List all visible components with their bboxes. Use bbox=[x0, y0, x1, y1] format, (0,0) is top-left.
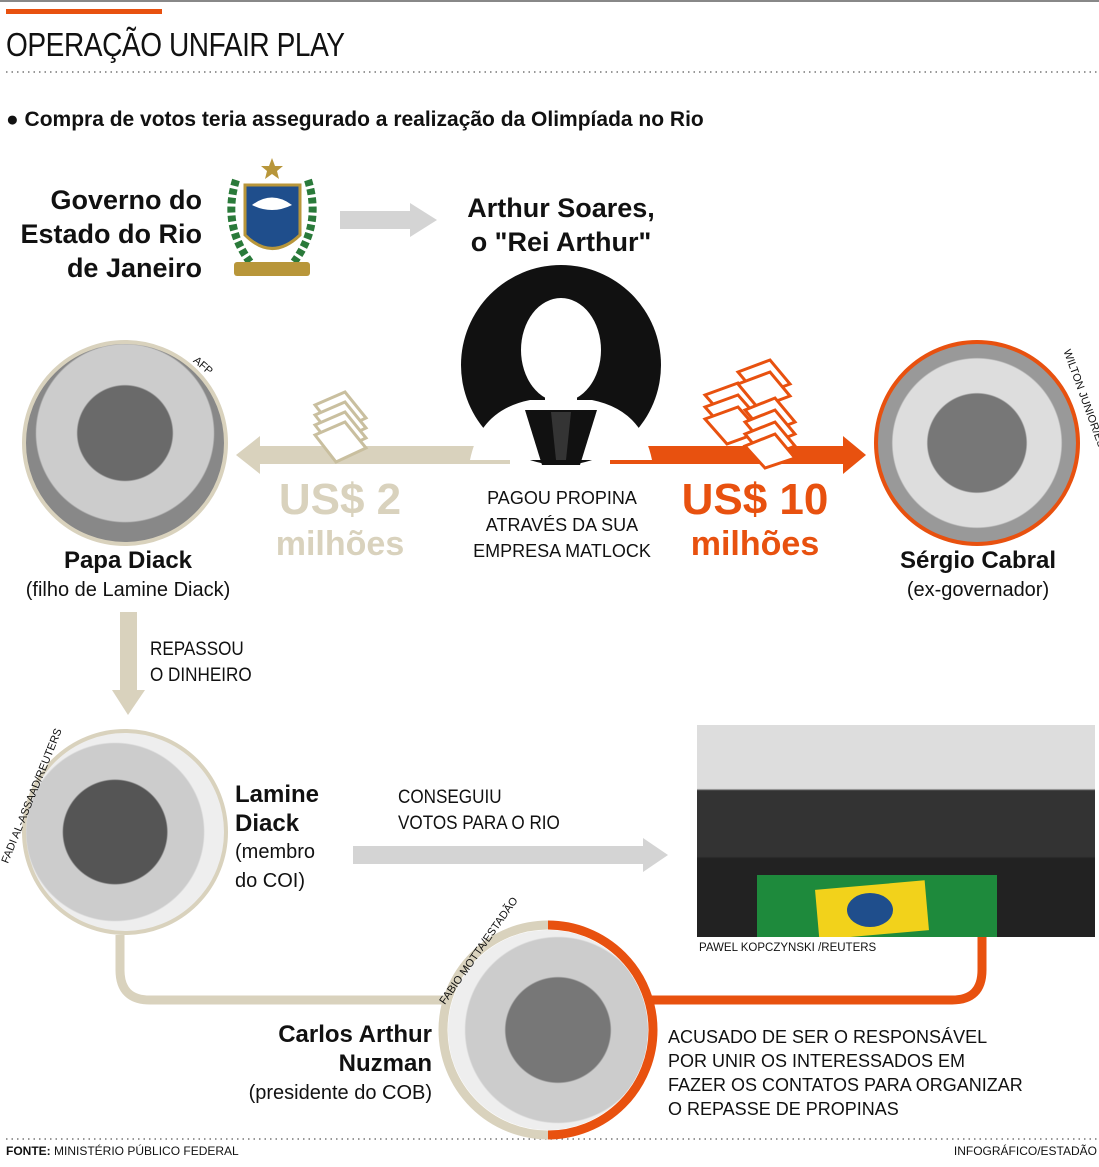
note-line: POR UNIR OS INTERESSADOS EM bbox=[668, 1051, 966, 1071]
caption-line: CONSEGUIU bbox=[398, 787, 502, 808]
note-line: PAGOU PROPINA bbox=[487, 488, 637, 508]
arrow-papa-to-lamine bbox=[112, 612, 145, 715]
note-line: FAZER OS CONTATOS PARA ORGANIZAR bbox=[668, 1075, 1023, 1095]
lamine-name: Lamine bbox=[235, 781, 320, 808]
footer-credit: INFOGRÁFICO/ESTADÃO bbox=[953, 1144, 1097, 1158]
arthur-silhouette bbox=[461, 265, 661, 465]
cabral-name: Sérgio Cabral bbox=[899, 547, 1057, 574]
sergio-cabral-photo bbox=[874, 340, 1080, 546]
papa-diack-photo bbox=[22, 340, 228, 546]
nuzman-label: Carlos Arthur Nuzman (presidente do COB) bbox=[249, 1020, 432, 1108]
amount-value: US$ 2 bbox=[278, 475, 402, 524]
papa-desc: (filho de Lamine Diack) bbox=[25, 579, 231, 601]
note-line: O REPASSE DE PROPINAS bbox=[668, 1099, 899, 1119]
caption-line: VOTOS PARA O RIO bbox=[398, 813, 560, 834]
governo-line: Estado do Rio bbox=[20, 219, 203, 249]
papa-amount: US$ 2 milhões bbox=[250, 478, 430, 566]
governo-line: Governo do bbox=[50, 185, 202, 215]
bullet-icon: ● bbox=[6, 108, 25, 131]
repassou-label: REPASSOU O DINHEIRO bbox=[150, 637, 252, 689]
lamine-diack-photo bbox=[22, 729, 228, 935]
arthur-name: Arthur Soares, bbox=[467, 193, 655, 223]
arthur-label: Arthur Soares, o "Rei Arthur" bbox=[430, 191, 692, 259]
arrow-governo-to-arthur bbox=[340, 203, 437, 237]
arthur-note: PAGOU PROPINA ATRAVÉS DA SUA EMPRESA MAT… bbox=[450, 485, 674, 565]
lamine-name: Diack bbox=[235, 810, 300, 837]
footer-source: FONTE: MINISTÉRIO PÚBLICO FEDERAL bbox=[6, 1144, 239, 1158]
arrow-to-papa bbox=[236, 436, 510, 474]
caption-line: REPASSOU bbox=[150, 639, 244, 660]
photo-credit: PAWEL KOPCZYNSKI /REUTERS bbox=[699, 942, 877, 954]
amount-value: US$ 10 bbox=[681, 475, 829, 524]
note-line: ACUSADO DE SER O RESPONSÁVEL bbox=[668, 1027, 988, 1047]
amount-unit: milhões bbox=[690, 525, 820, 563]
cabral-amount: US$ 10 milhões bbox=[665, 478, 845, 566]
arthur-nickname: o "Rei Arthur" bbox=[470, 227, 652, 257]
conseguiu-label: CONSEGUIU VOTOS PARA O RIO bbox=[398, 785, 560, 837]
rio-state-seal-icon bbox=[227, 158, 317, 276]
subtitle: ● Compra de votos teria assegurado a rea… bbox=[6, 108, 704, 131]
source-label: FONTE: bbox=[6, 1144, 51, 1158]
nuzman-photo bbox=[448, 930, 648, 1130]
lamine-label: Lamine Diack (membro do COI) bbox=[235, 780, 319, 896]
arrow-lamine-to-photo bbox=[353, 838, 668, 872]
lamine-desc: (membro bbox=[235, 841, 316, 863]
caption-line: O DINHEIRO bbox=[150, 665, 252, 686]
money-stacks-icon bbox=[702, 358, 798, 470]
amount-unit: milhões bbox=[275, 525, 405, 563]
source-value: MINISTÉRIO PÚBLICO FEDERAL bbox=[54, 1144, 239, 1158]
papa-name: Papa Diack bbox=[63, 547, 193, 574]
money-stack-icon bbox=[312, 390, 369, 464]
nuzman-note: ACUSADO DE SER O RESPONSÁVEL POR UNIR OS… bbox=[668, 1025, 1023, 1121]
nuzman-name: Nuzman bbox=[338, 1050, 432, 1077]
page-title: OPERAÇÃO UNFAIR PLAY bbox=[6, 26, 345, 63]
cabral-desc: (ex-governador) bbox=[906, 579, 1050, 601]
governo-line: de Janeiro bbox=[66, 253, 202, 283]
governo-label: Governo do Estado do Rio de Janeiro bbox=[21, 183, 203, 285]
note-line: EMPRESA MATLOCK bbox=[473, 541, 651, 561]
celebration-photo bbox=[697, 725, 1095, 937]
nuzman-desc: (presidente do COB) bbox=[248, 1082, 432, 1104]
lamine-desc: do COI) bbox=[235, 870, 306, 892]
nuzman-name: Carlos Arthur bbox=[278, 1021, 432, 1048]
note-line: ATRAVÉS DA SUA bbox=[485, 514, 639, 535]
